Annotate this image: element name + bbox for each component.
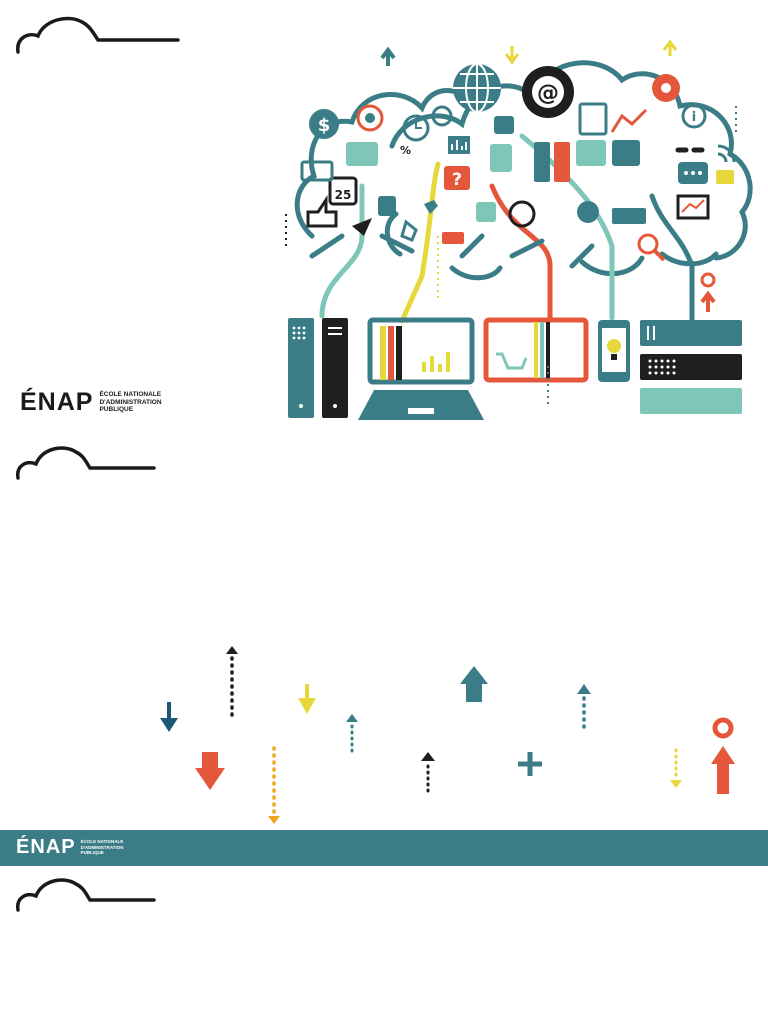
enap-logo-subtitle: ÉCOLE NATIONALE D'ADMINISTRATION PUBLIQU…	[80, 839, 124, 856]
plus-icon	[518, 752, 542, 776]
arrow-up-icon	[421, 752, 435, 796]
monitor-icon	[300, 160, 334, 182]
share-icon	[577, 201, 599, 223]
chat-icon	[612, 140, 640, 166]
info-icon: i	[681, 103, 707, 129]
lock-icon	[612, 208, 646, 224]
laptop-icon	[358, 317, 484, 420]
globe-icon	[453, 63, 501, 113]
bird-icon	[424, 200, 438, 214]
document-icon	[576, 140, 606, 166]
lightbulb-icon	[607, 339, 621, 353]
presentation-icon	[676, 194, 710, 220]
enap-logo: ÉNAP ÉCOLE NATIONALE D'ADMINISTRATION PU…	[16, 836, 124, 859]
arrow-down-icon	[195, 752, 225, 790]
arrow-up-icon	[662, 39, 678, 56]
cursor-icon	[352, 218, 372, 236]
gear-icon	[508, 200, 536, 228]
rewind-icon	[476, 202, 496, 222]
target-icon	[356, 104, 384, 132]
marker-icon	[700, 272, 716, 288]
briefcase-icon	[346, 142, 378, 166]
phone-icon	[598, 320, 630, 382]
hand-icon	[400, 219, 418, 242]
cloud-line-icon	[16, 16, 180, 54]
arrow-down-icon	[268, 746, 280, 824]
notebook-icon	[578, 102, 608, 136]
dollar-icon: $	[309, 109, 339, 139]
server-icon	[640, 320, 742, 414]
cart-icon	[483, 317, 589, 383]
arrow-up-icon	[577, 684, 591, 734]
arrow-up-icon	[226, 646, 238, 720]
thumbs-up-icon	[306, 195, 338, 228]
target-icon	[431, 105, 453, 127]
arrow-up-icon	[346, 714, 358, 756]
svg-text:?: ?	[452, 170, 462, 190]
magnifier-icon	[637, 233, 666, 262]
percent-icon: %	[400, 144, 411, 157]
clock-icon	[402, 114, 430, 142]
document-icon	[534, 142, 550, 182]
svg-text:i: i	[692, 110, 696, 125]
enap-logo-word: ÉNAP	[20, 388, 94, 416]
wifi-icon	[717, 144, 736, 163]
arrow-up-icon	[380, 46, 396, 66]
technology-cloud-illustration: @ $ 25 % ?	[285, 39, 753, 420]
enap-logo: ÉNAP ÉCOLE NATIONALE D'ADMINISTRATION PU…	[20, 388, 162, 417]
coffee-icon	[716, 170, 734, 184]
arrow-down-icon	[504, 46, 520, 65]
trend-icon	[610, 108, 648, 133]
enap-logo-subtitle: ÉCOLE NATIONALE D'ADMINISTRATION PUBLIQU…	[99, 390, 162, 414]
brand-band: ÉNAP ÉCOLE NATIONALE D'ADMINISTRATION PU…	[0, 830, 768, 866]
at-sign-icon: @	[537, 81, 559, 106]
chat-icon	[494, 116, 514, 134]
svg-text:25: 25	[335, 188, 352, 202]
document-icon	[554, 142, 570, 182]
coffee-icon	[442, 232, 464, 244]
question-icon: ?	[444, 166, 470, 190]
cloud-line-icon	[16, 446, 156, 480]
arrow-down-icon	[160, 702, 178, 732]
calendar-icon: 25	[328, 176, 358, 206]
chip-icon	[378, 196, 396, 216]
cloud-line-icon	[16, 878, 156, 912]
server-icon	[288, 318, 348, 418]
svg-text:$: $	[318, 115, 331, 136]
chart-icon	[448, 136, 470, 154]
calculator-icon	[490, 144, 512, 172]
enap-logo-word: ÉNAP	[16, 836, 76, 858]
arrow-down-icon	[670, 748, 682, 788]
arrow-down-icon	[298, 684, 316, 714]
arrows-decoration	[160, 646, 735, 824]
marker-icon	[711, 717, 735, 794]
arrow-up-icon	[460, 666, 488, 702]
gear-icon: @	[522, 66, 574, 118]
